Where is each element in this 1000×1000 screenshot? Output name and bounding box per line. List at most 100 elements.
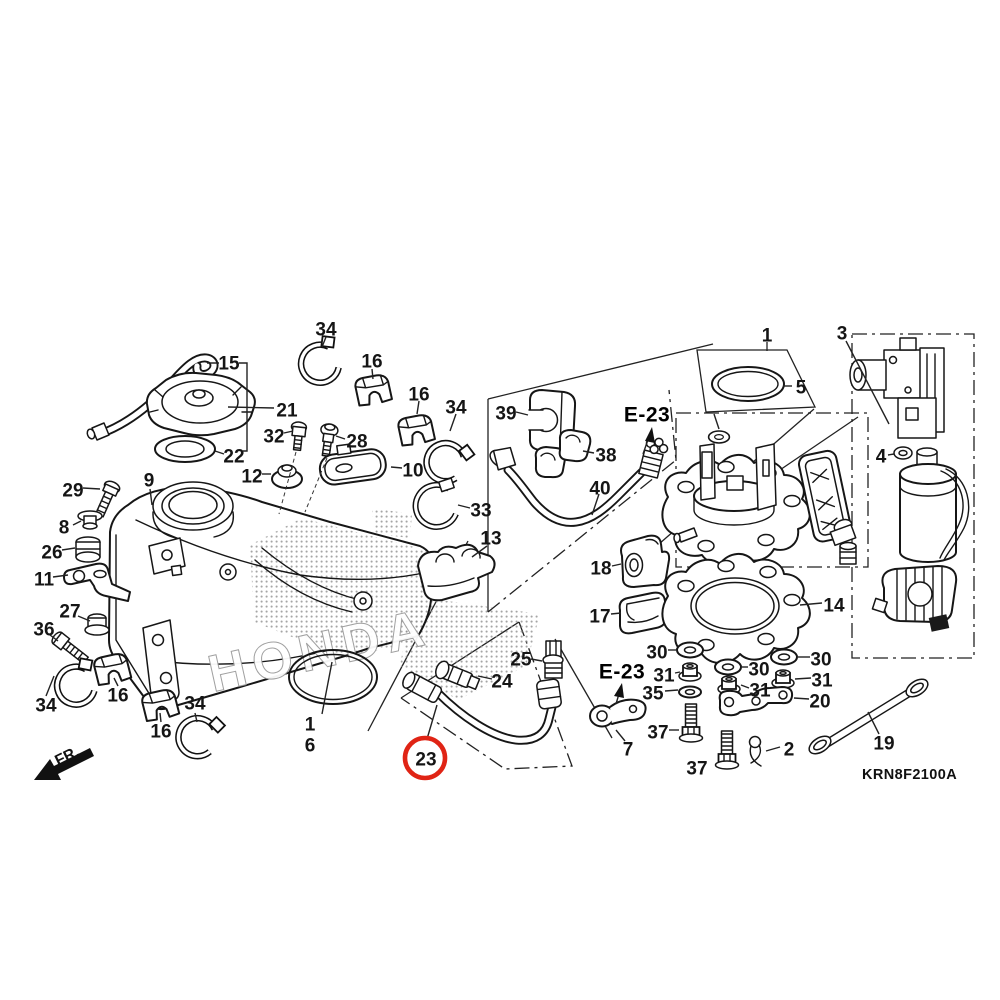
collar-27-drawing <box>84 613 110 636</box>
part-label-2: 2 <box>784 740 795 761</box>
rubber-18-drawing <box>620 534 671 588</box>
part-label-10: 10 <box>402 461 423 482</box>
part-label-25: 25 <box>510 650 532 671</box>
nut-31-drawing <box>771 669 795 689</box>
part-label-30: 30 <box>810 650 831 671</box>
part-label-39: 39 <box>495 404 516 425</box>
part-label-15: 15 <box>218 354 240 375</box>
washer-30-drawing <box>714 658 742 676</box>
washer-30-drawing <box>676 641 704 659</box>
part-label-17: 17 <box>589 607 610 628</box>
setting-plate-10-drawing <box>318 443 387 486</box>
rubber-13-drawing <box>417 543 496 602</box>
pump-base-drawing <box>661 413 811 565</box>
part-label-30: 30 <box>646 643 667 664</box>
nut-31-drawing <box>678 662 702 682</box>
e23-arrow-bottom <box>614 683 624 705</box>
bolt-28-drawing <box>320 423 339 458</box>
part-label-6: 6 <box>305 736 316 757</box>
washer-8-drawing <box>77 510 103 530</box>
joint-7-drawing <box>589 698 647 728</box>
part-label-9: 9 <box>144 471 155 492</box>
fuel-pump-drawing <box>899 447 970 563</box>
stay-20-drawing <box>718 686 794 717</box>
diagram-code: KRN8F2100A <box>862 767 957 783</box>
part-label-31: 31 <box>811 671 833 692</box>
part-label-11: 11 <box>34 570 55 591</box>
part-label-14: 14 <box>823 596 845 617</box>
part-label-38: 38 <box>595 446 616 467</box>
joint-fitting-drawing <box>829 518 857 565</box>
part-label-8: 8 <box>59 518 70 539</box>
part-label-3: 3 <box>837 324 848 345</box>
fr-arrow-icon <box>34 748 94 780</box>
halftone-shading <box>400 596 540 700</box>
oring-4-drawing <box>893 446 913 460</box>
holder-16-drawing <box>396 413 437 447</box>
part-label-34: 34 <box>35 696 57 717</box>
washer-35-drawing <box>678 685 702 699</box>
leader-lines <box>45 336 895 752</box>
fuel-hose-40-drawing <box>489 437 669 527</box>
part-label-20: 20 <box>809 692 830 713</box>
highlight-circle <box>402 735 448 781</box>
rubber-26-drawing <box>75 536 101 563</box>
strainer-drawing <box>871 565 958 632</box>
bolt-37-drawing <box>714 730 740 770</box>
bolt-29-drawing <box>95 480 121 518</box>
fr-direction-arrow: FR. <box>34 743 94 780</box>
part-label-12: 12 <box>241 467 262 488</box>
part-label-34: 34 <box>184 694 206 715</box>
part-label-34: 34 <box>315 320 337 341</box>
reference-labels: E-23E-23 <box>599 403 670 683</box>
band-19-drawing <box>808 678 929 755</box>
part-label-26: 26 <box>41 543 62 564</box>
part-label-37: 37 <box>686 759 707 780</box>
fuel-hose-23-drawing <box>402 671 562 745</box>
part-label-31: 31 <box>653 666 675 687</box>
part-label-29: 29 <box>62 481 83 502</box>
part-label-35: 35 <box>642 684 664 705</box>
part-label-23: 23 <box>415 750 436 771</box>
gasket-14-drawing <box>661 553 811 664</box>
part-label-19: 19 <box>873 734 894 755</box>
clip-34-drawing <box>55 657 95 705</box>
e23-arrow-top <box>642 427 655 455</box>
part-label-13: 13 <box>480 529 501 550</box>
part-label-27: 27 <box>59 602 80 623</box>
fr-label: FR. <box>52 743 82 769</box>
part-label-34: 34 <box>445 398 467 419</box>
part-label-31: 31 <box>749 681 771 702</box>
part-label-16: 16 <box>361 352 382 373</box>
tank-oring-drawing <box>288 649 378 715</box>
part-label-21: 21 <box>276 401 298 422</box>
part-label-1: 1 <box>762 326 773 347</box>
fuel-cap-drawing <box>145 371 256 437</box>
cap-gasket-drawing <box>154 435 216 463</box>
grommet-12-drawing <box>271 464 303 489</box>
bolt-32-drawing <box>290 421 308 452</box>
part-label-40: 40 <box>589 479 610 500</box>
part-label-30: 30 <box>748 660 769 681</box>
part-label-5: 5 <box>796 378 807 399</box>
part-label-7: 7 <box>623 740 634 761</box>
regulator-3-drawing <box>849 337 945 439</box>
bracket-11-drawing <box>63 562 131 602</box>
ref-label-E-23: E-23 <box>624 403 670 426</box>
part-label-16: 16 <box>150 722 171 743</box>
rubber-17-drawing <box>618 591 667 635</box>
clip-34-drawing <box>298 335 341 386</box>
halftone-shading <box>250 518 426 658</box>
washer-30-drawing <box>770 648 798 666</box>
oring-5-drawing <box>711 366 785 402</box>
part-label-18: 18 <box>590 559 611 580</box>
part-label-37: 37 <box>647 723 668 744</box>
part-label-16: 16 <box>107 686 128 707</box>
part-label-32: 32 <box>263 427 284 448</box>
part-label-33: 33 <box>470 501 491 522</box>
part-label-24: 24 <box>491 672 513 693</box>
part-label-1: 1 <box>305 715 316 736</box>
